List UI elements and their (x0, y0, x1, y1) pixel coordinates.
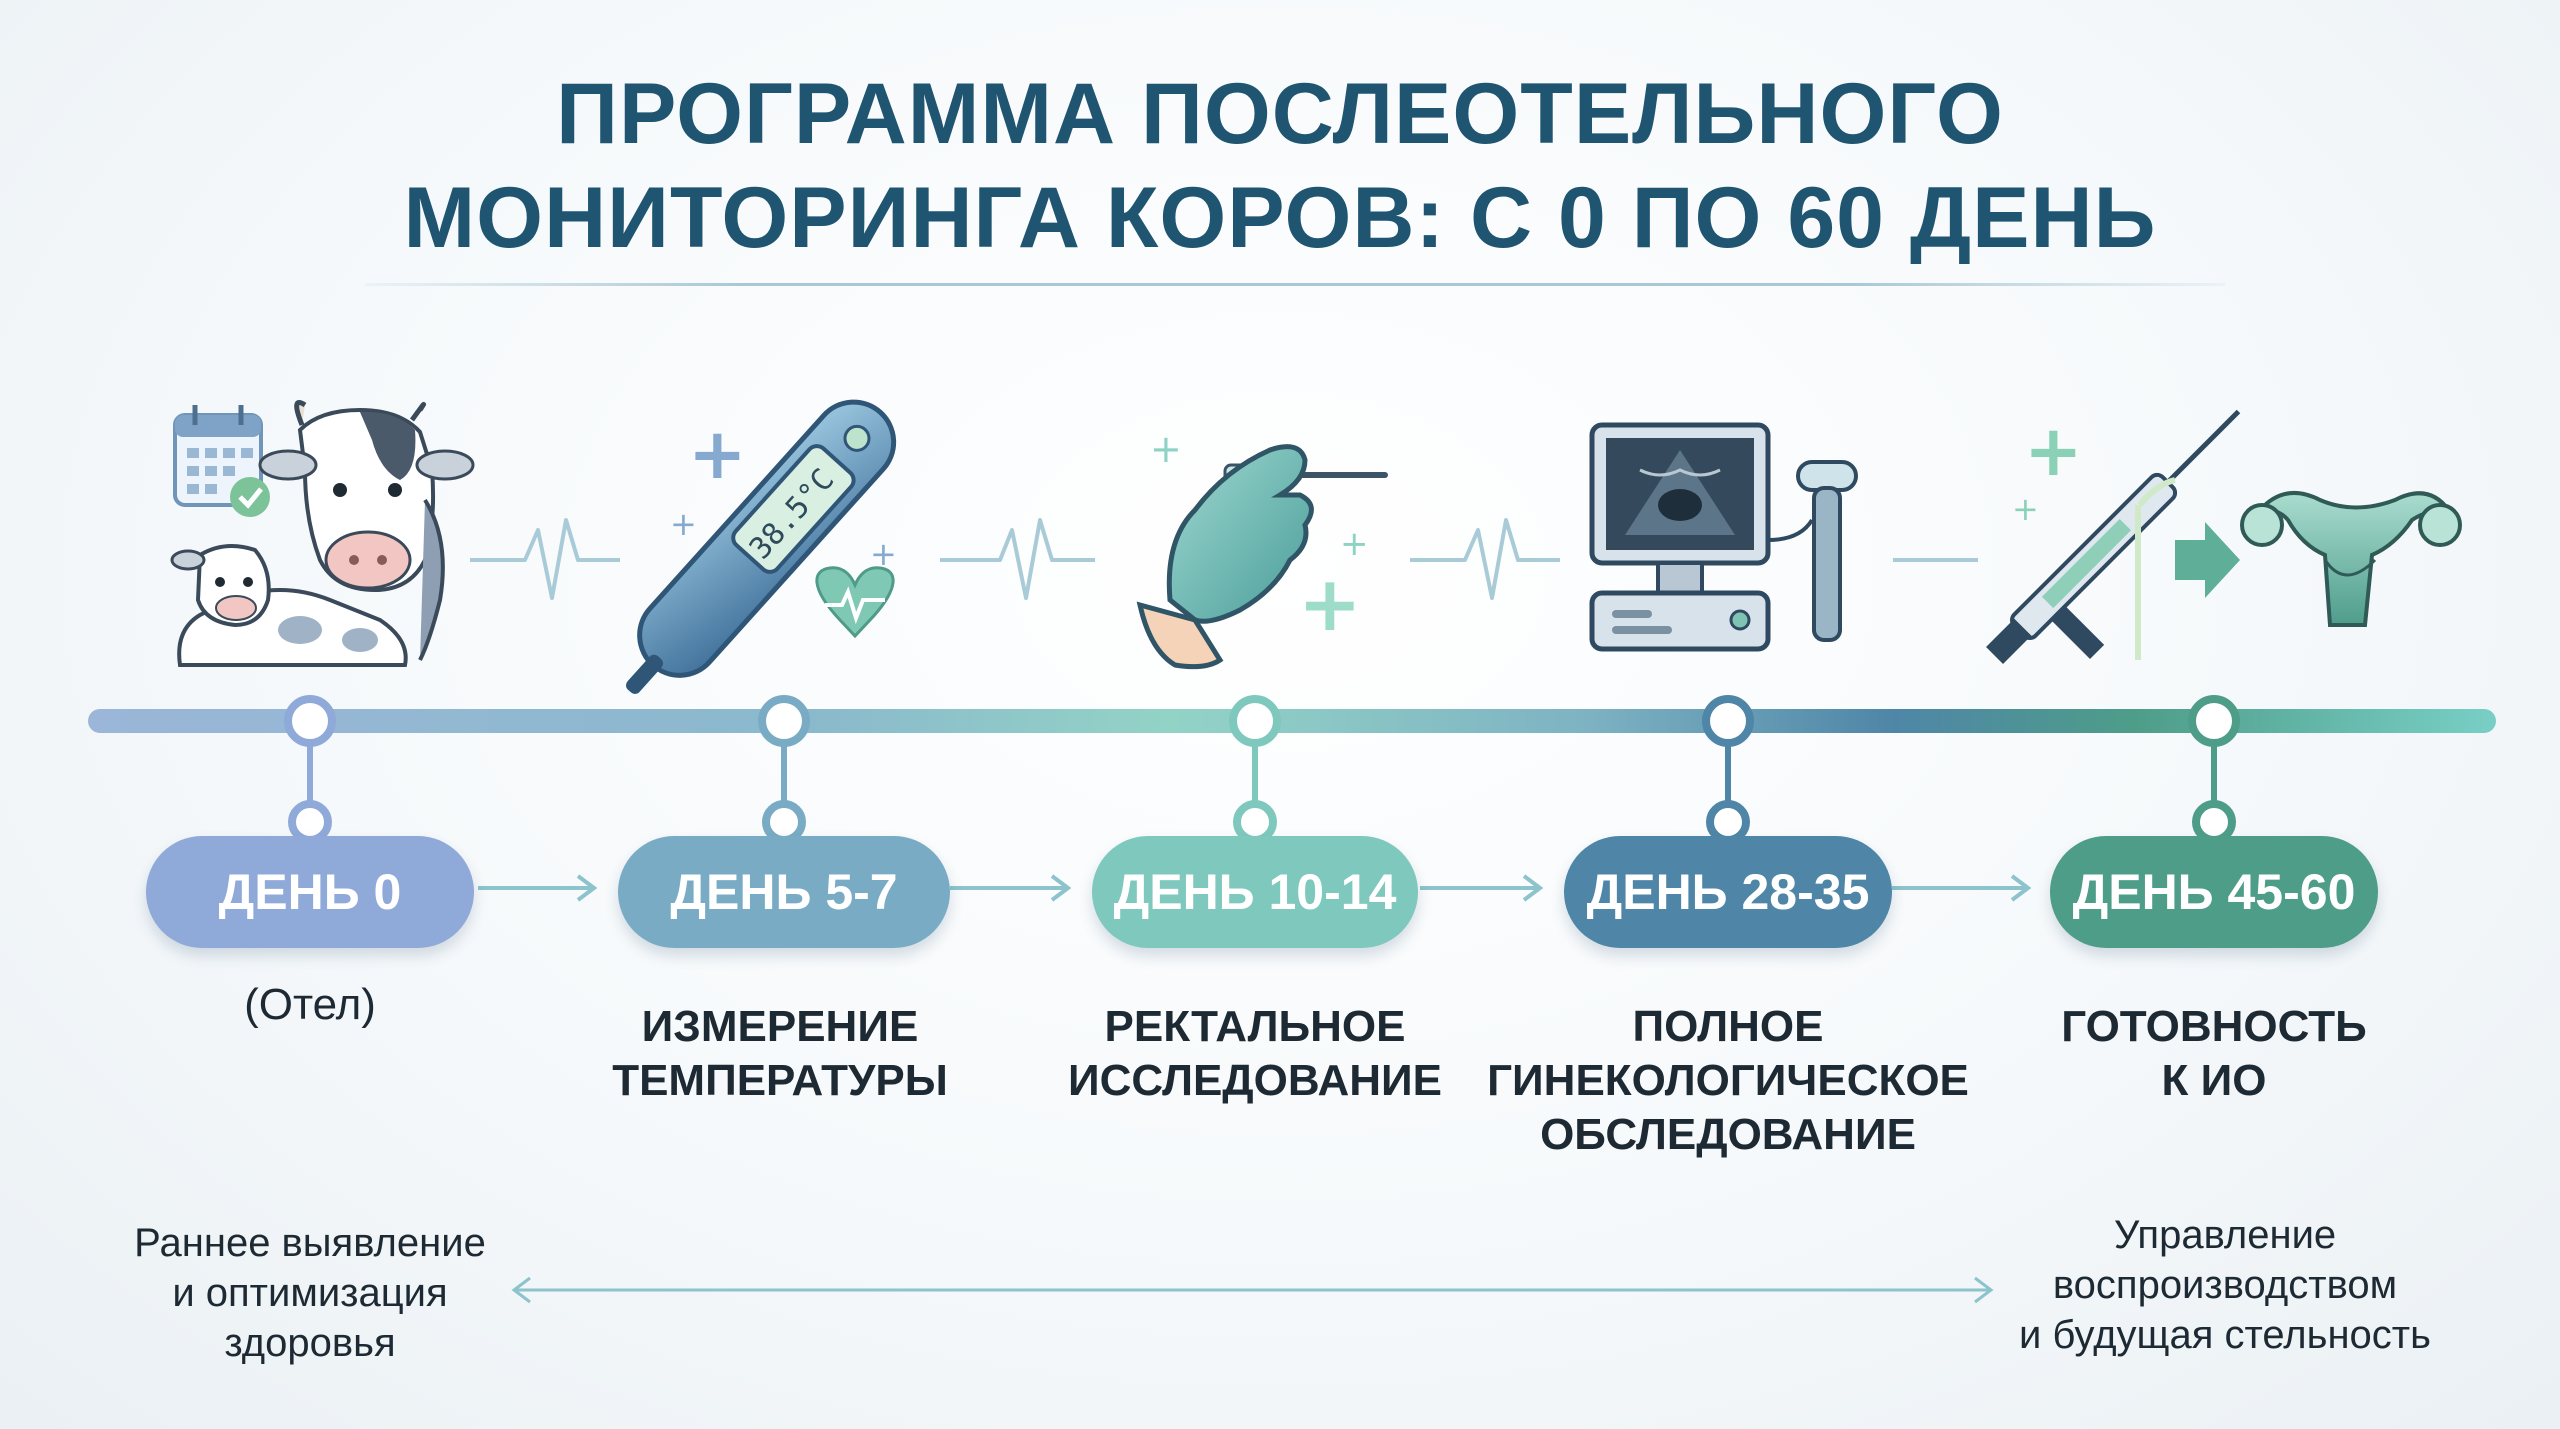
svg-text:+: + (670, 505, 697, 543)
desc-line: ГИНЕКОЛОГИЧЕСКОЕ (1487, 1056, 1969, 1105)
desc-line: ИЗМЕРЕНИЕ (641, 1002, 919, 1051)
timeline-node-2 (758, 695, 810, 844)
timeline-track (88, 709, 2496, 733)
svg-text:+: + (2024, 410, 2083, 492)
timeline-node-4 (1702, 695, 1754, 844)
desc-line: ОБСЛЕДОВАНИЕ (1540, 1110, 1916, 1159)
cow-calf-calendar-icon (170, 400, 475, 667)
title-divider (365, 283, 2225, 286)
note-line: и будущая стельность (2019, 1313, 2431, 1357)
range-arrow (511, 1276, 1994, 1304)
insemination-uterus-icon: + + (1986, 409, 2462, 664)
stage-description-3: РЕКТАЛЬНОЕ ИССЛЕДОВАНИЕ (985, 1000, 1525, 1108)
note-line: воспроизводством (2052, 1263, 2398, 1307)
svg-text:+: + (1298, 559, 1362, 648)
heartbeat-icon (940, 518, 1095, 600)
desc-line: РЕКТАЛЬНОЕ (1104, 1002, 1406, 1051)
note-early-detection: Раннее выявление и оптимизация здоровья (80, 1218, 540, 1368)
day-pill-5: ДЕНЬ 45-60 (2050, 836, 2378, 948)
desc-line: (Отел) (244, 980, 376, 1029)
desc-line: К ИО (2161, 1056, 2267, 1105)
stage-description-4: ПОЛНОЕ ГИНЕКОЛОГИЧЕСКОЕ ОБСЛЕДОВАНИЕ (1458, 1000, 1998, 1162)
gloved-hand-icon: + + + (1136, 427, 1388, 670)
day-pill-2: ДЕНЬ 5-7 (618, 836, 950, 948)
arrow-right-icon (1420, 874, 1544, 902)
timeline-node-5 (2188, 695, 2240, 844)
note-line: здоровья (224, 1321, 396, 1365)
ultrasound-icon (1589, 422, 1858, 652)
arrow-right-icon (1892, 874, 2032, 902)
timeline-node-3 (1229, 695, 1281, 844)
svg-text:+: + (688, 413, 747, 495)
thermometer-icon: + + + 38.5°C (626, 399, 897, 694)
heartbeat-icon (1410, 518, 1560, 600)
note-reproduction-management: Управление воспроизводством и будущая ст… (1995, 1210, 2455, 1360)
title-line-1: ПРОГРАММА ПОСЛЕОТЕЛЬНОГО (556, 66, 2004, 162)
desc-line: ПОЛНОЕ (1632, 1002, 1824, 1051)
desc-line: ТЕМПЕРАТУРЫ (612, 1056, 948, 1105)
title-line-2: МОНИТОРИНГА КОРОВ: С 0 ПО 60 ДЕНЬ (403, 170, 2157, 266)
svg-text:+: + (2012, 490, 2039, 528)
day-pill-4: ДЕНЬ 28-35 (1564, 836, 1892, 948)
timeline-node-1 (284, 695, 336, 844)
day-pill-1: ДЕНЬ 0 (146, 836, 474, 948)
heartbeat-icon (470, 518, 620, 600)
note-line: Управление (2113, 1213, 2337, 1257)
stage-description-2: ИЗМЕРЕНИЕ ТЕМПЕРАТУРЫ (510, 1000, 1050, 1108)
desc-line: ГОТОВНОСТЬ (2061, 1002, 2367, 1051)
page-title: ПРОГРАММА ПОСЛЕОТЕЛЬНОГО МОНИТОРИНГА КОР… (0, 62, 2560, 270)
heartbeat-connectors (470, 518, 1978, 600)
note-line: Раннее выявление (134, 1221, 486, 1265)
stage-description-5: ГОТОВНОСТЬ К ИО (1944, 1000, 2484, 1108)
pill-arrows (478, 874, 2032, 902)
day-pill-3: ДЕНЬ 10-14 (1092, 836, 1418, 948)
arrow-right-icon (478, 874, 598, 902)
desc-line: ИССЛЕДОВАНИЕ (1068, 1056, 1442, 1105)
arrow-right-icon (950, 874, 1072, 902)
note-line: и оптимизация (172, 1271, 448, 1315)
svg-text:+: + (1150, 427, 1182, 471)
svg-text:+: + (1340, 524, 1369, 564)
stage-description-1: (Отел) (40, 978, 580, 1032)
